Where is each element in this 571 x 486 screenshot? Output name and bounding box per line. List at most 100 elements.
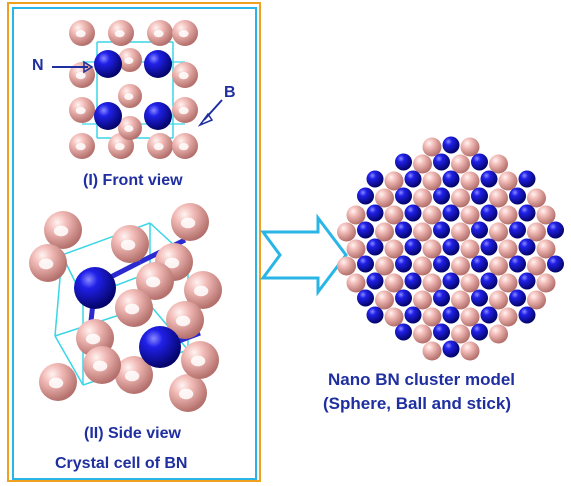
crystal-cell-inner-frame bbox=[12, 7, 257, 480]
cluster-boron-atom bbox=[527, 222, 546, 242]
cluster-nitrogen-atom bbox=[433, 221, 450, 239]
cluster-nitrogen-atom bbox=[404, 306, 422, 324]
boron-highlight bbox=[53, 225, 69, 237]
boron-highlight bbox=[75, 143, 86, 151]
cluster-boron-atom bbox=[460, 171, 480, 191]
cluster-boron-atom bbox=[451, 290, 470, 310]
nitrogen-atom bbox=[74, 267, 116, 309]
boron-highlight bbox=[190, 355, 206, 367]
cluster-boron-atom bbox=[451, 188, 470, 208]
cluster-nitrogen-atom bbox=[433, 255, 450, 273]
boron-highlight bbox=[85, 333, 101, 345]
boron-highlight bbox=[114, 143, 125, 151]
boron-highlight bbox=[124, 57, 134, 64]
crystal-cell-outer-frame bbox=[7, 2, 261, 482]
cluster-boron-atom bbox=[346, 273, 366, 293]
b-pointer-arrow bbox=[203, 99, 223, 121]
boron-highlight bbox=[120, 239, 136, 251]
cluster-boron-atom bbox=[337, 222, 356, 242]
cluster-nitrogen-atom bbox=[509, 255, 526, 273]
process-arrow bbox=[260, 213, 348, 297]
cluster-boron-atom bbox=[422, 341, 442, 361]
boron-highlight bbox=[178, 388, 194, 400]
cluster-boron-atom bbox=[536, 205, 556, 225]
cluster-nitrogen-atom bbox=[442, 170, 460, 188]
nitrogen-atom bbox=[144, 50, 172, 78]
cluster-boron-atom bbox=[375, 188, 394, 208]
cluster-nitrogen-atom bbox=[518, 238, 536, 256]
cluster-nitrogen-atom bbox=[357, 255, 374, 273]
cluster-boron-atom bbox=[384, 205, 404, 225]
cluster-boron-atom bbox=[489, 188, 508, 208]
cluster-boron-atom bbox=[346, 205, 366, 225]
cluster-boron-atom bbox=[413, 222, 432, 242]
cluster-boron-atom bbox=[375, 222, 394, 242]
cluster-nitrogen-atom bbox=[433, 153, 450, 171]
cluster-boron-atom bbox=[375, 256, 394, 276]
nitrogen-atom bbox=[144, 102, 172, 130]
boron-highlight bbox=[48, 377, 64, 389]
cluster-boron-atom bbox=[422, 239, 442, 259]
boron-highlight bbox=[164, 257, 180, 269]
cluster-boron-atom bbox=[375, 290, 394, 310]
boron-highlight bbox=[124, 370, 140, 382]
cluster-boron-atom bbox=[498, 273, 518, 293]
cluster-nitrogen-atom bbox=[442, 340, 460, 358]
cluster-nitrogen-atom bbox=[395, 323, 412, 341]
panel-caption: Crystal cell of BN bbox=[55, 455, 188, 472]
cluster-boron-atom bbox=[460, 273, 480, 293]
cluster-boron-atom bbox=[527, 290, 546, 310]
cluster-nitrogen-atom bbox=[366, 306, 384, 324]
cluster-boron-atom bbox=[460, 307, 480, 327]
boron-highlight bbox=[145, 276, 161, 288]
boron-highlight bbox=[92, 360, 108, 372]
cluster-nitrogen-atom bbox=[404, 170, 422, 188]
n-pointer-arrowhead bbox=[83, 60, 94, 74]
cluster-nitrogen-atom bbox=[395, 153, 412, 171]
boron-highlight bbox=[178, 143, 189, 151]
cluster-boron-atom bbox=[384, 171, 404, 191]
cluster-boron-atom bbox=[337, 256, 356, 276]
cluster-boron-atom bbox=[413, 256, 432, 276]
cluster-boron-atom bbox=[422, 171, 442, 191]
cluster-boron-atom bbox=[413, 154, 432, 174]
cluster-boron-atom bbox=[460, 239, 480, 259]
cluster-boron-atom bbox=[451, 324, 470, 344]
cluster-nitrogen-atom bbox=[404, 204, 422, 222]
cluster-nitrogen-atom bbox=[509, 289, 526, 307]
cluster-nitrogen-atom bbox=[471, 323, 488, 341]
cluster-boron-atom bbox=[384, 273, 404, 293]
cluster-nitrogen-atom bbox=[471, 221, 488, 239]
boron-highlight bbox=[75, 30, 86, 38]
b-pointer-arrowhead bbox=[197, 112, 214, 127]
cell-edge bbox=[54, 335, 84, 386]
cluster-boron-atom bbox=[536, 273, 556, 293]
cluster-boron-atom bbox=[498, 239, 518, 259]
front-view-caption: (I) Front view bbox=[83, 172, 183, 189]
boron-highlight bbox=[124, 303, 140, 315]
cluster-nitrogen-atom bbox=[547, 221, 564, 239]
boron-highlight bbox=[153, 30, 164, 38]
cluster-boron-atom bbox=[536, 239, 556, 259]
cluster-nitrogen-atom bbox=[518, 204, 536, 222]
cluster-nitrogen-atom bbox=[357, 187, 374, 205]
cluster-nitrogen-atom bbox=[547, 255, 564, 273]
cluster-caption-line1: Nano BN cluster model bbox=[328, 370, 516, 389]
cluster-nitrogen-atom bbox=[433, 289, 450, 307]
boron-highlight bbox=[75, 72, 86, 80]
cluster-nitrogen-atom bbox=[442, 238, 460, 256]
cluster-nitrogen-atom bbox=[442, 136, 460, 154]
cluster-boron-atom bbox=[489, 324, 508, 344]
cluster-nitrogen-atom bbox=[471, 153, 488, 171]
cluster-boron-atom bbox=[460, 137, 480, 157]
cluster-nitrogen-atom bbox=[518, 306, 536, 324]
cluster-boron-atom bbox=[384, 239, 404, 259]
cluster-boron-atom bbox=[346, 239, 366, 259]
boron-highlight bbox=[124, 93, 134, 100]
cluster-nitrogen-atom bbox=[480, 306, 498, 324]
boron-highlight bbox=[178, 30, 189, 38]
cluster-nitrogen-atom bbox=[442, 272, 460, 290]
label-n: N bbox=[32, 57, 44, 74]
cluster-boron-atom bbox=[422, 205, 442, 225]
cluster-caption-line2: (Sphere, Ball and stick) bbox=[323, 394, 511, 413]
